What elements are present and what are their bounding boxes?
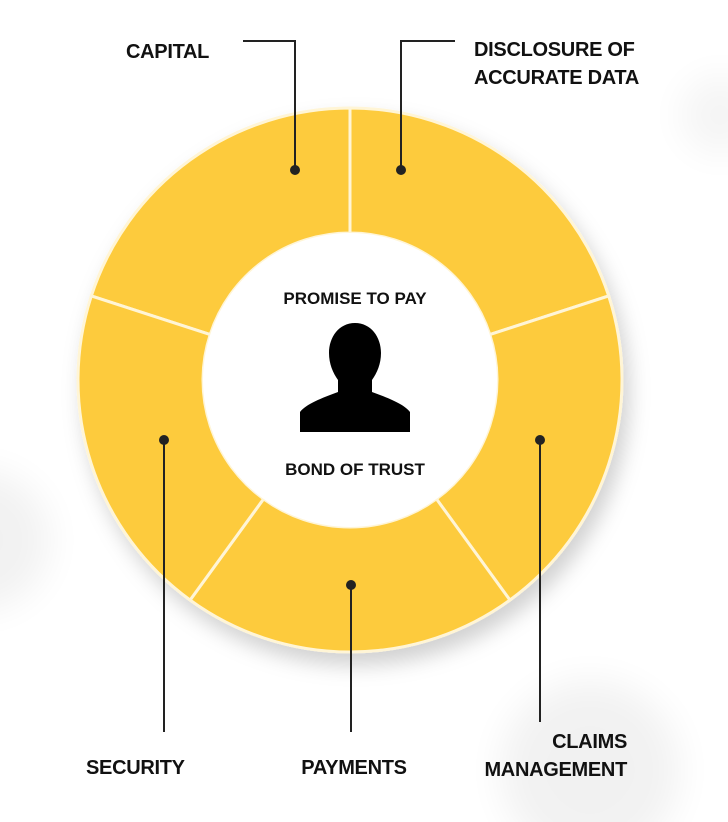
person-silhouette-icon	[300, 323, 410, 432]
dot-security	[159, 435, 169, 445]
dot-capital	[290, 165, 300, 175]
label-claims-line1: CLAIMS	[552, 731, 627, 753]
background-decoration	[0, 75, 728, 822]
label-security: SECURITY	[86, 757, 186, 779]
dot-disclosure	[396, 165, 406, 175]
center-bottom-text: BOND OF TRUST	[285, 460, 425, 479]
center-top-text: PROMISE TO PAY	[283, 289, 427, 308]
label-claims-line2: MANAGEMENT	[484, 759, 627, 781]
leader-dots	[159, 165, 545, 590]
label-payments: PAYMENTS	[301, 757, 406, 779]
leader-lines	[163, 40, 541, 732]
leader-line-disclosure	[400, 40, 455, 170]
label-capital: CAPITAL	[126, 41, 209, 63]
dot-claims	[535, 435, 545, 445]
dot-payments	[346, 580, 356, 590]
label-disclosure-line1: DISCLOSURE OF	[474, 39, 635, 61]
leader-line-capital	[243, 40, 296, 170]
label-disclosure-line2: ACCURATE DATA	[474, 67, 639, 89]
